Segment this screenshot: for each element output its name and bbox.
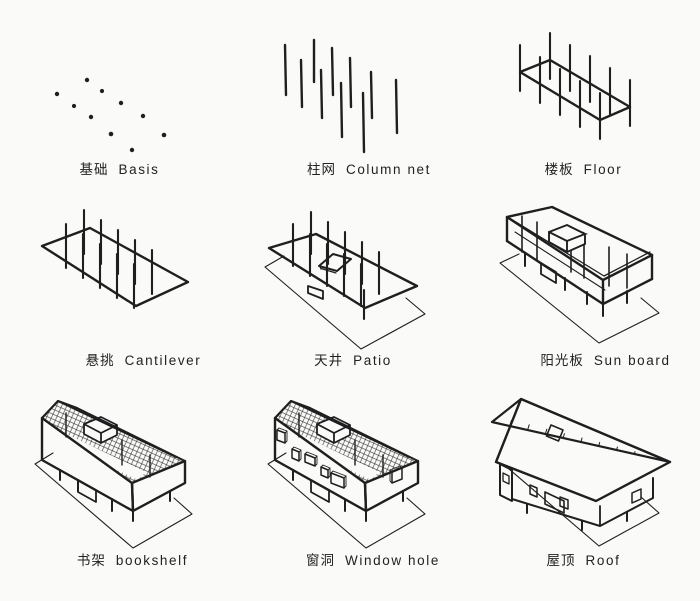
window-hole-sketch xyxy=(267,399,426,549)
step-cell-floor: 楼板 Floor xyxy=(467,0,700,190)
caption-bookshelf-cn: 书架 xyxy=(76,553,106,568)
caption-patio-en: Patio xyxy=(353,353,392,368)
window-holes xyxy=(276,427,403,489)
caption-cantilever-cn: 悬挑 xyxy=(85,353,115,368)
caption-roof-en: Roof xyxy=(585,553,621,568)
stilts xyxy=(59,469,171,522)
step-cell-cantilever: 悬挑 Cantilever xyxy=(0,190,233,385)
columns xyxy=(291,210,381,321)
caption-window-hole: 窗洞 Window hole xyxy=(306,549,440,569)
column-net-sketch xyxy=(283,38,399,154)
entry-box xyxy=(310,479,330,503)
step-cell-window-hole: 窗洞 Window hole xyxy=(233,385,467,601)
patio-slab xyxy=(267,232,419,310)
step-cell-basis: 基础 Basis xyxy=(0,0,233,190)
caption-cantilever: 悬挑 Cantilever xyxy=(86,349,202,369)
entry-ledge xyxy=(540,262,557,284)
caption-patio: 天井 Patio xyxy=(314,349,392,369)
stilts xyxy=(292,469,404,522)
step-cell-column-net: 柱网 Column net xyxy=(233,0,467,190)
interior-columns xyxy=(65,412,151,478)
floor-slab xyxy=(518,58,632,122)
stilts xyxy=(526,503,628,531)
patio-hole xyxy=(318,253,352,274)
caption-sun-board: 阳光板 Sun board xyxy=(540,349,670,369)
caption-cantilever-en: Cantilever xyxy=(124,353,202,368)
entry-ledge xyxy=(307,285,324,300)
caption-roof-cn: 屋顶 xyxy=(546,553,576,568)
caption-column-net-cn: 柱网 xyxy=(306,162,336,177)
caption-basis-en: Basis xyxy=(118,162,160,177)
columns xyxy=(64,208,154,310)
caption-patio-cn: 天井 xyxy=(314,353,344,368)
interior-columns xyxy=(521,215,628,289)
stilts xyxy=(524,252,628,317)
caption-column-net: 柱网 Column net xyxy=(307,158,431,178)
caption-basis-cn: 基础 xyxy=(79,162,109,177)
caption-window-hole-en: Window hole xyxy=(345,553,440,568)
entry-box xyxy=(77,479,97,503)
columns xyxy=(283,38,399,154)
step-cell-sun-board: 阳光板 Sun board xyxy=(467,190,700,385)
roof-skylight xyxy=(545,424,564,442)
caption-bookshelf-en: bookshelf xyxy=(115,553,189,568)
step-cell-patio: 天井 Patio xyxy=(233,190,467,385)
basis-sketch xyxy=(54,77,167,153)
caption-floor: 楼板 Floor xyxy=(545,158,623,178)
caption-roof: 屋顶 Roof xyxy=(547,549,621,569)
roof-sketch xyxy=(490,397,672,547)
wall-box xyxy=(505,205,654,306)
patio-sketch xyxy=(264,210,426,350)
rafter-ticks xyxy=(509,420,636,455)
interior-columns xyxy=(298,412,384,478)
caption-basis: 基础 Basis xyxy=(79,158,159,178)
ground-outline xyxy=(499,253,660,344)
roof-plane xyxy=(490,397,672,503)
cantilever-sketch xyxy=(40,208,190,310)
floor-sketch xyxy=(518,31,632,141)
foundation-dots xyxy=(54,77,167,153)
caption-sun-board-cn: 阳光板 xyxy=(540,353,584,368)
sun-board-sketch xyxy=(499,205,660,344)
building-body xyxy=(499,463,654,527)
sun-board-box xyxy=(548,224,588,253)
ground-outline xyxy=(264,255,426,350)
caption-floor-en: Floor xyxy=(583,162,623,177)
bookshelf-sketch xyxy=(34,399,193,549)
cantilever-slab xyxy=(40,226,190,308)
columns xyxy=(518,31,632,141)
caption-bookshelf: 书架 bookshelf xyxy=(77,549,188,569)
caption-column-net-en: Column net xyxy=(345,162,432,177)
caption-floor-cn: 楼板 xyxy=(544,162,574,177)
step-cell-roof: 屋顶 Roof xyxy=(467,385,700,601)
caption-window-hole-cn: 窗洞 xyxy=(306,553,336,568)
caption-sun-board-en: Sun board xyxy=(593,353,671,368)
step-cell-bookshelf: 书架 bookshelf xyxy=(0,385,233,601)
